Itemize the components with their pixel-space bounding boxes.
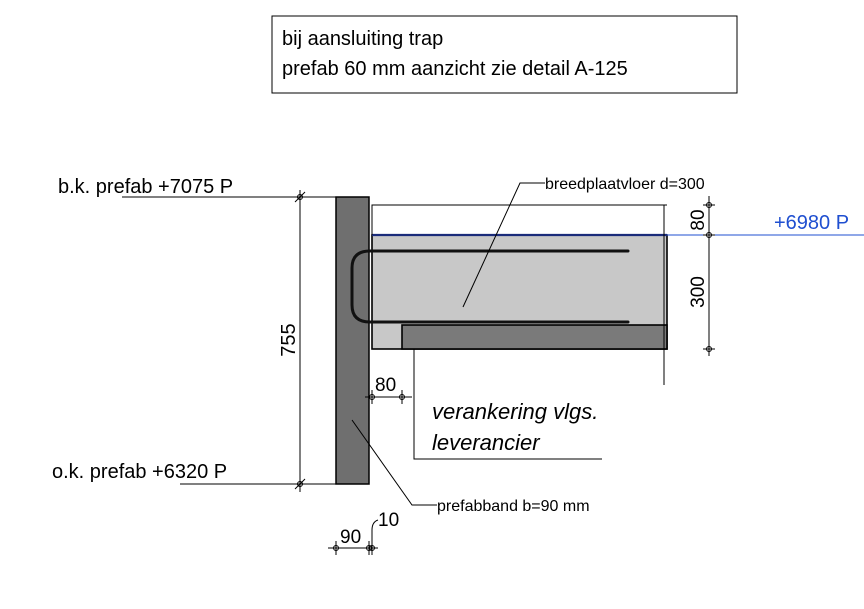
callout-slab-leader xyxy=(462,182,545,308)
dim-slab-top-text: 80 xyxy=(688,209,709,230)
note-line-2: prefab 60 mm aanzicht zie detail A-125 xyxy=(282,58,628,80)
level-bottom: o.k. prefab +6320 P xyxy=(52,461,336,487)
level-bottom-label: o.k. prefab +6320 P xyxy=(52,461,227,483)
dim-right: 80 300 xyxy=(688,196,715,356)
level-top-label: b.k. prefab +7075 P xyxy=(58,176,233,198)
dim-offset-text: 80 xyxy=(375,375,396,396)
dim-slab-depth-text: 300 xyxy=(688,276,709,308)
top-outline xyxy=(371,204,667,235)
level-top: b.k. prefab +7075 P xyxy=(58,176,336,200)
note: bij aansluiting trap prefab 60 mm aanzic… xyxy=(271,15,738,94)
dim-band: 90 10 xyxy=(328,510,399,555)
callout-slab: breedplaatvloer d=300 xyxy=(462,176,705,308)
callout-band-leader xyxy=(351,419,437,506)
level-floor-label: +6980 P xyxy=(774,212,849,234)
plank xyxy=(401,324,668,350)
level-floor: +6980 P xyxy=(667,212,864,236)
callout-anchor-line-2: leverancier xyxy=(432,430,541,455)
dim-tick xyxy=(294,191,306,203)
callout-slab-text: breedplaatvloer d=300 xyxy=(545,176,705,193)
callout-band: prefabband b=90 mm xyxy=(351,419,590,515)
dim-height-text: 755 xyxy=(278,323,300,356)
dim-offset: 80 xyxy=(365,375,412,404)
callout-anchor-leader xyxy=(413,349,602,460)
callout-anchor: verankering vlgs. leverancier xyxy=(413,349,602,460)
dim-gap-text: 10 xyxy=(378,510,399,531)
note-line-1: bij aansluiting trap xyxy=(282,28,443,50)
callout-anchor-line-1: verankering vlgs. xyxy=(432,399,598,424)
dim-height: 755 xyxy=(278,190,306,492)
note-box xyxy=(271,15,738,94)
dim-tick xyxy=(294,478,306,490)
prefab-band xyxy=(335,196,370,485)
callout-band-text: prefabband b=90 mm xyxy=(437,498,590,515)
rebar-hook xyxy=(350,249,630,324)
dim-band-text: 90 xyxy=(340,527,361,548)
dim-gap-leader xyxy=(371,519,379,548)
